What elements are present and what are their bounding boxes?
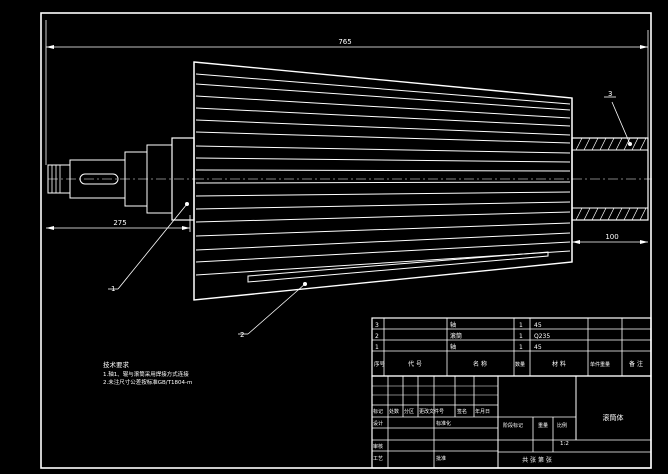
leader-1: 1 [108, 202, 189, 293]
tb-sign-label: 签名 [457, 408, 467, 415]
part-3-seq: 3 [375, 322, 379, 329]
tb-design-label: 设计 [373, 420, 383, 427]
overall-dimension: 765 [45, 20, 649, 165]
part-2-material: Q235 [534, 333, 550, 340]
tb-change-doc-label: 更改文件号 [419, 408, 444, 415]
tb-scale-label: 比例 [557, 422, 567, 429]
header-code: 代 号 [408, 360, 422, 368]
header-remark: 备 注 [629, 360, 643, 368]
tb-standardize-label: 标准化 [436, 420, 451, 427]
part-1-material: 45 [534, 344, 542, 351]
tb-mark-label: 标记 [373, 408, 383, 415]
header-name: 名 称 [473, 360, 487, 368]
balloon-3: 3 [608, 90, 612, 98]
parts-list: 3 轴 1 45 2 滚筒 1 Q235 1 轴 1 45 序号 代 号 名 称… [371, 317, 652, 377]
notes-line-1: 1.轴1、辊与滚筒采用焊接方式连接 [103, 370, 189, 378]
dimension-overall-length: 765 [338, 38, 351, 46]
drawing-frame [40, 12, 652, 469]
right-shaft [571, 137, 652, 221]
right-offset-dimension: 100 [571, 218, 648, 246]
drawing-title: 滚筒体 [603, 413, 624, 422]
header-qty: 数量 [515, 361, 525, 368]
part-2-name: 滚筒 [450, 332, 462, 340]
title-block: 标记 处数 分区 更改文件号 签名 年月日 设计 标准化 阶段标记 重量 比例 … [371, 375, 652, 469]
tb-review-label: 审核 [373, 443, 383, 450]
hatch-top [575, 137, 647, 151]
notes-title: 技术要求 [103, 360, 130, 369]
left-offset-dimension: 275 [46, 215, 191, 232]
left-shaft [47, 137, 195, 221]
leader-3: 3 [604, 90, 632, 146]
part-3-qty: 1 [519, 322, 523, 329]
leader-2: 2 [238, 282, 307, 339]
part-1-seq: 1 [375, 344, 379, 351]
dimension-right-offset: 100 [605, 233, 618, 241]
header-seq: 序号 [374, 360, 386, 368]
technical-notes: 技术要求 1.轴1、辊与滚筒采用焊接方式连接 2.未注尺寸公差按标准GB/T18… [103, 360, 192, 386]
part-1-name: 轴 [450, 343, 456, 351]
tb-count-label: 处数 [389, 408, 399, 415]
part-2-seq: 2 [375, 333, 379, 340]
part-2-qty: 1 [519, 333, 523, 340]
balloon-2: 2 [240, 331, 244, 339]
tb-sheet-label: 共 张 第 张 [522, 456, 552, 464]
tb-date-label: 年月日 [475, 408, 490, 415]
header-material: 材 料 [552, 360, 566, 368]
bottom-flute-strip [247, 251, 549, 283]
tb-stage-label: 阶段标记 [503, 422, 523, 429]
part-3-material: 45 [534, 322, 542, 329]
tb-zone-label: 分区 [404, 408, 414, 415]
notes-line-2: 2.未注尺寸公差按标准GB/T1804-m [103, 378, 192, 386]
hatch-bottom [575, 207, 647, 221]
part-1-qty: 1 [519, 344, 523, 351]
balloon-1: 1 [111, 285, 115, 293]
roller-drum [193, 61, 573, 301]
tb-scale-value: 1:2 [560, 441, 569, 447]
tb-approve-label: 批准 [436, 455, 446, 462]
header-unit-weight: 单件重量 [590, 361, 610, 368]
part-3-name: 轴 [450, 321, 456, 329]
tb-weight-label: 重量 [538, 422, 548, 429]
dimension-left-offset: 275 [113, 219, 126, 227]
tb-process-label: 工艺 [373, 456, 383, 462]
